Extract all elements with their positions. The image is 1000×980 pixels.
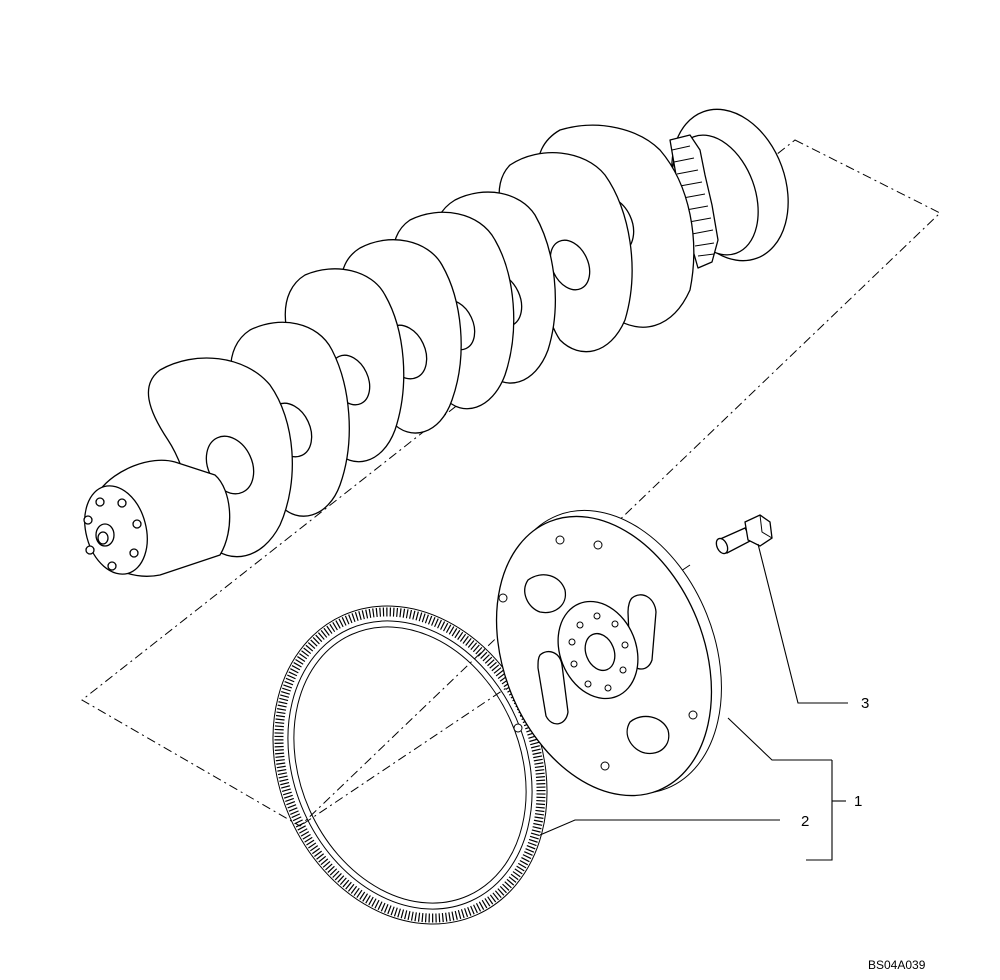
callout-1: 1 — [854, 793, 862, 810]
crankshaft — [83, 108, 789, 577]
flywheel-plate — [495, 509, 722, 797]
timing-gear-teeth — [671, 145, 715, 257]
figure-code: BS04A039 — [868, 958, 926, 972]
leader-line-3 — [757, 543, 848, 704]
bracket-1 — [806, 760, 833, 861]
leader-lines — [539, 543, 848, 861]
leader-line-2 — [539, 819, 780, 836]
callout-3: 3 — [861, 695, 869, 712]
callout-2: 2 — [801, 813, 809, 830]
leader-line-1 — [727, 717, 832, 761]
flywheel-bolt — [715, 514, 773, 555]
